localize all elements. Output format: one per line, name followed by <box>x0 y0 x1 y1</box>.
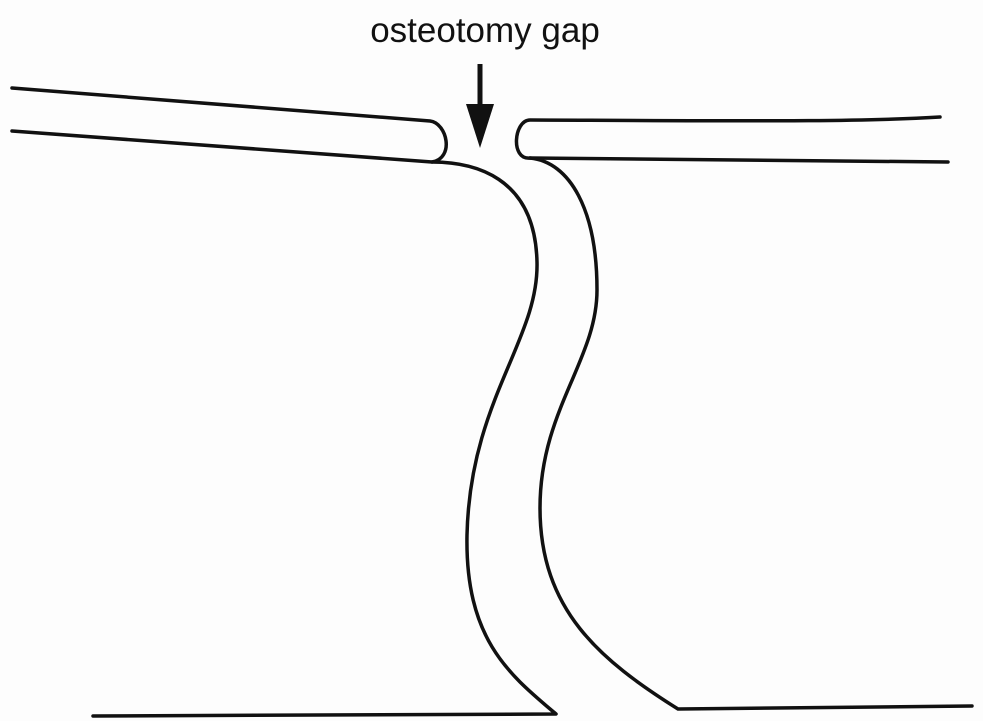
gap-arrow-head <box>466 104 494 148</box>
right-surface-contour <box>530 158 972 709</box>
gap-arrow <box>466 64 494 148</box>
left-bone-segment <box>12 88 446 162</box>
left-surface-contour <box>93 162 556 716</box>
right-bone-segment <box>516 117 948 162</box>
osteotomy-gap-label: osteotomy gap <box>370 11 600 50</box>
